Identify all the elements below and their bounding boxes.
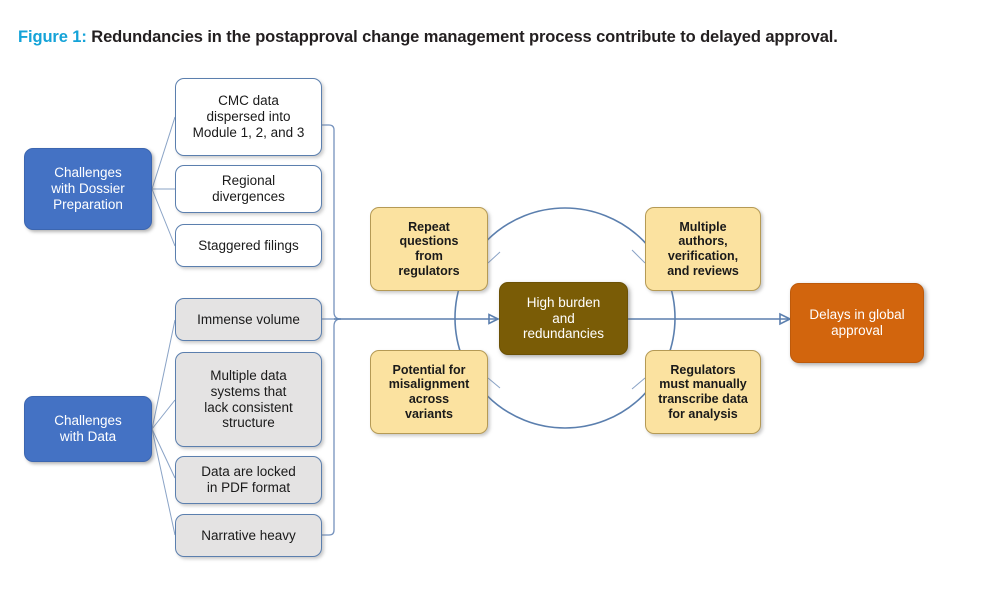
- node-label: Challenges with Data: [54, 413, 122, 444]
- connector-data-to-immense: [151, 319, 176, 430]
- node-potential-misalignment[interactable]: Potential for misalignment across varian…: [370, 350, 488, 434]
- connector-data-to-pdf: [151, 428, 176, 479]
- figure-caption-text: Redundancies in the postapproval change …: [86, 28, 838, 46]
- node-label: High burden and redundancies: [522, 294, 605, 342]
- node-multiple-data-systems[interactable]: Multiple data systems that lack consiste…: [175, 352, 322, 447]
- node-regional-divergences[interactable]: Regional divergences: [175, 165, 322, 213]
- node-label: Narrative heavy: [201, 527, 296, 543]
- node-label: Staggered filings: [198, 237, 299, 253]
- figure-caption: Figure 1: Redundancies in the postapprov…: [18, 28, 978, 47]
- arrowhead-to-outcome: [779, 312, 792, 326]
- connector-misalign-to-circle: [487, 377, 501, 389]
- node-label: Delays in global approval: [809, 307, 905, 338]
- node-regulators-transcribe[interactable]: Regulators must manually transcribe data…: [645, 350, 761, 434]
- node-high-burden-and-redundancies[interactable]: High burden and redundancies: [499, 282, 628, 355]
- connector-authors-to-circle: [631, 249, 646, 264]
- node-label: Data are locked in PDF format: [201, 464, 296, 495]
- node-label: Multiple authors, verification, and revi…: [667, 219, 739, 278]
- connector-transcribe-to-circle: [631, 377, 646, 390]
- node-staggered-filings[interactable]: Staggered filings: [175, 224, 322, 267]
- node-label: CMC data dispersed into Module 1, 2, and…: [192, 93, 305, 140]
- connector-repeat-to-circle: [487, 251, 501, 264]
- node-label: Potential for misalignment across varian…: [388, 362, 470, 421]
- node-label: Repeat questions from regulators: [398, 219, 460, 278]
- node-narrative-heavy[interactable]: Narrative heavy: [175, 514, 322, 557]
- node-label: Immense volume: [197, 311, 300, 327]
- connector-dossier-to-cmc: [151, 116, 176, 190]
- node-repeat-questions[interactable]: Repeat questions from regulators: [370, 207, 488, 291]
- node-cmc-data[interactable]: CMC data dispersed into Module 1, 2, and…: [175, 78, 322, 156]
- node-label: Challenges with Dossier Preparation: [51, 165, 125, 212]
- node-label: Multiple data systems that lack consiste…: [204, 367, 293, 431]
- connector-bus-cmc: [322, 124, 342, 320]
- node-multiple-authors[interactable]: Multiple authors, verification, and revi…: [645, 207, 761, 291]
- connector-bus-narrative: [322, 318, 342, 536]
- node-challenges-with-data[interactable]: Challenges with Data: [24, 396, 152, 462]
- node-label: Regulators must manually transcribe data…: [658, 362, 748, 421]
- node-delays-in-global-approval[interactable]: Delays in global approval: [790, 283, 924, 363]
- connector-dossier-to-staggered: [151, 188, 176, 247]
- node-challenges-with-dossier-preparation[interactable]: Challenges with Dossier Preparation: [24, 148, 152, 230]
- figure-number-label: Figure 1:: [18, 28, 87, 46]
- connector-data-to-narrative: [151, 428, 176, 536]
- node-data-locked-pdf[interactable]: Data are locked in PDF format: [175, 456, 322, 504]
- node-label: Regional divergences: [212, 173, 285, 204]
- node-immense-volume[interactable]: Immense volume: [175, 298, 322, 341]
- connector-data-to-systems: [151, 399, 176, 430]
- arrowhead-to-hub: [488, 313, 500, 325]
